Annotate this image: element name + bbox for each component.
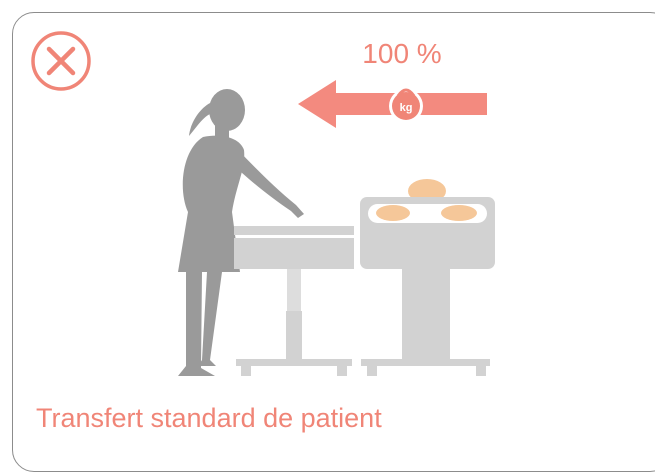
transfer-illustration: kg bbox=[31, 31, 495, 376]
kg-label: kg bbox=[400, 102, 413, 114]
transfer-caption: Transfert standard de patient bbox=[36, 403, 382, 433]
cot bbox=[360, 179, 495, 376]
transfer-table bbox=[234, 226, 354, 376]
caregiver-figure bbox=[178, 89, 304, 376]
kettlebell-icon: kg bbox=[389, 88, 423, 123]
load-percent-label: 100 % bbox=[362, 38, 442, 69]
close-icon[interactable] bbox=[31, 31, 91, 91]
